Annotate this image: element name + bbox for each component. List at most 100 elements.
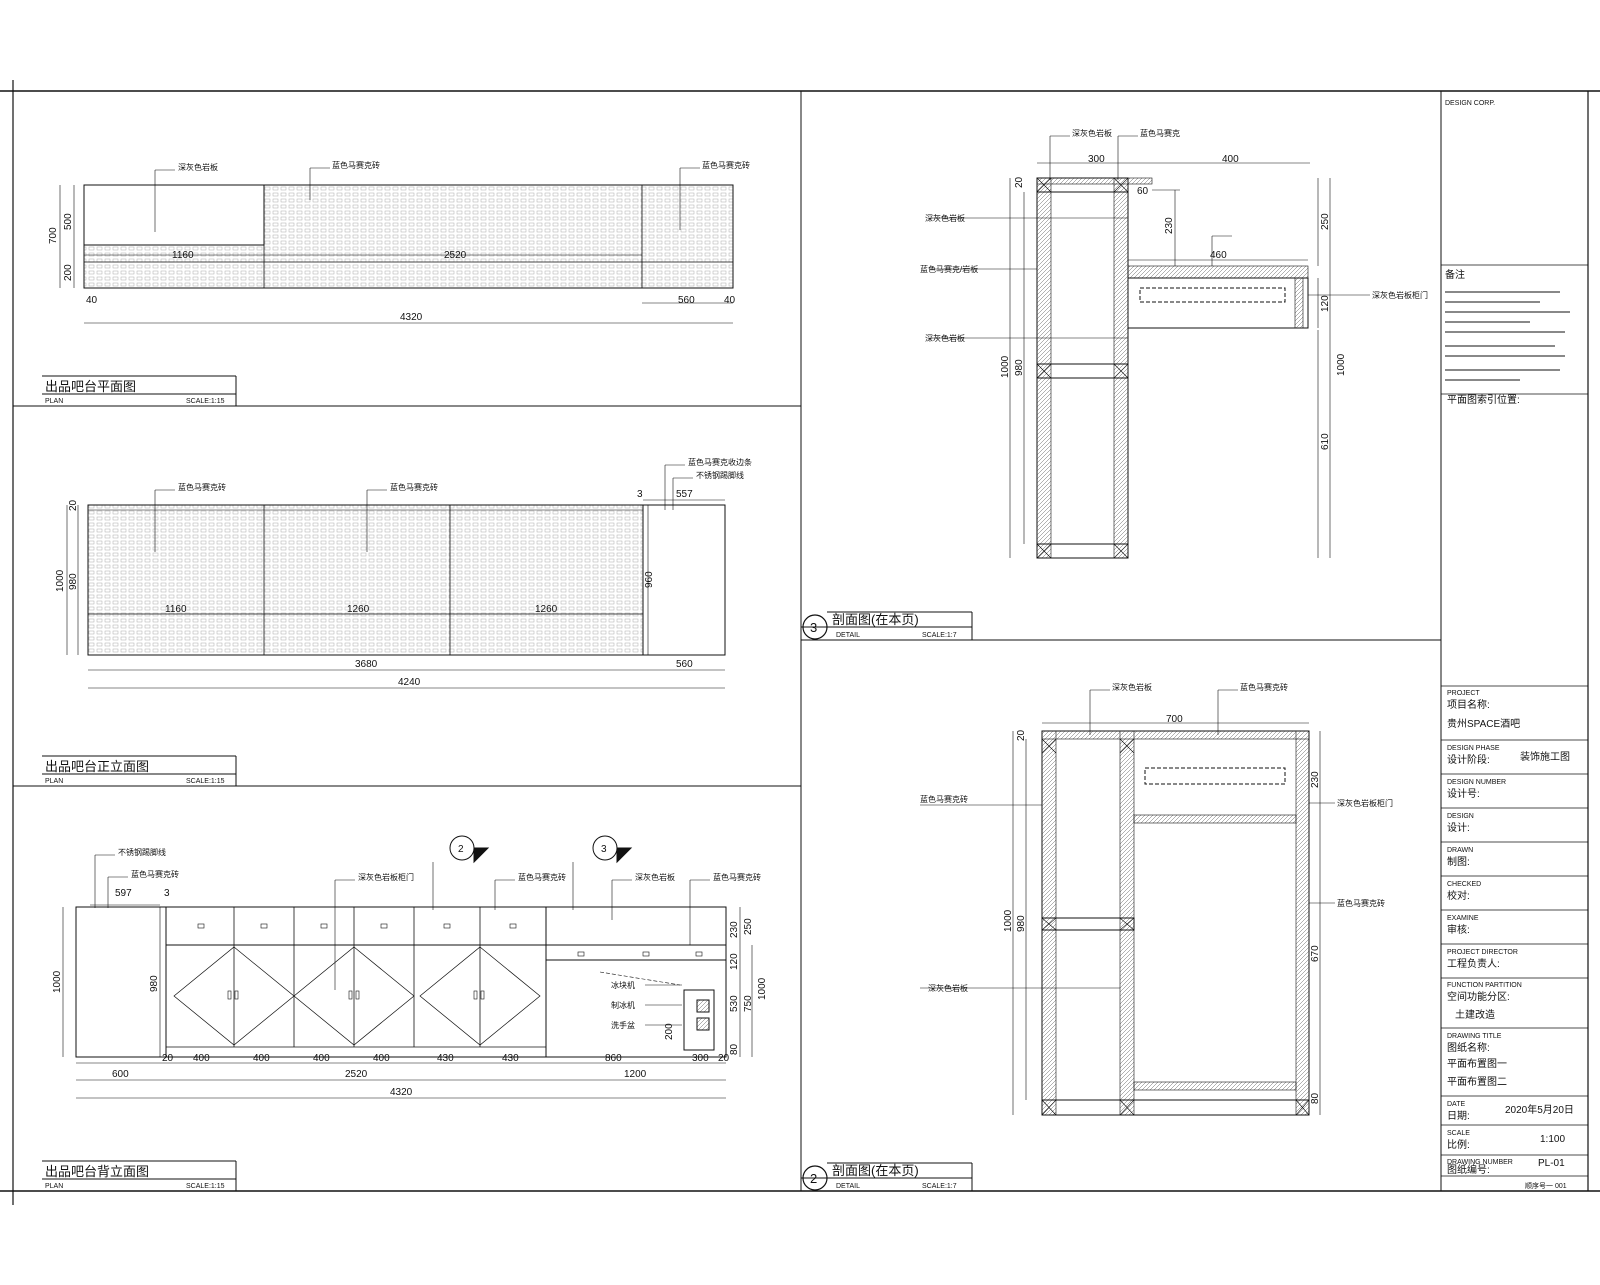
front-mosaic-panel	[87, 504, 644, 656]
back-cabinet-left	[165, 906, 547, 1058]
s3-label-6: 深灰色岩板柜门	[1372, 290, 1428, 300]
dim-1000r: 1000	[757, 977, 768, 1000]
dim-560: 560	[678, 295, 695, 306]
examine-en: EXAMINE	[1447, 915, 1479, 922]
dim-250: 250	[743, 918, 754, 935]
dim-20b: 20	[718, 1053, 730, 1064]
design-cn: 设计:	[1447, 821, 1470, 834]
dim-40b: 40	[724, 295, 736, 306]
s3-title: 剖面图(在本页)	[832, 612, 919, 627]
dim-1000: 1000	[52, 970, 63, 993]
front-label-2: 蓝色马赛克砖	[390, 482, 438, 492]
dim-1160: 1160	[172, 250, 194, 261]
s3-scale: SCALE:1:7	[922, 632, 957, 639]
s3-sub: DETAIL	[836, 632, 860, 639]
plan-sub: PLAN	[45, 398, 63, 405]
dim-200: 200	[63, 264, 74, 281]
dim-300: 300	[1088, 154, 1105, 165]
dim-430b: 430	[502, 1053, 519, 1064]
dim-1200: 1200	[624, 1069, 647, 1080]
dim-670: 670	[1310, 945, 1321, 962]
drawing-title-value-2: 平面布置图二	[1447, 1076, 1507, 1088]
dim-610: 610	[1320, 433, 1331, 450]
s3-label-3: 深灰色岩板	[925, 213, 965, 223]
dim-500: 500	[63, 213, 74, 230]
drawing-title-cn: 图纸名称:	[1447, 1041, 1490, 1054]
title-block: DESIGN CORP. 备注 平面图索引位置: PROJECT 项目名称: 贵…	[1441, 100, 1588, 1190]
dim-40: 40	[86, 295, 98, 306]
dim-400b: 400	[253, 1053, 270, 1064]
back-cabinet-right	[545, 906, 727, 1058]
s2-label-1: 深灰色岩板	[1112, 682, 1152, 692]
dim-1000: 1000	[55, 569, 66, 592]
dim-1000r: 1000	[1336, 353, 1347, 376]
dim-1000: 1000	[1003, 909, 1014, 932]
dim-980: 980	[68, 573, 79, 590]
callout-3-num: 3	[601, 844, 607, 855]
back-label-9: 洗手盆	[611, 1020, 635, 1030]
dim-80: 80	[729, 1043, 740, 1055]
phase-value: 装饰施工图	[1520, 750, 1570, 763]
back-scale: SCALE:1:15	[186, 1183, 225, 1190]
back-label-1: 不锈钢踢脚线	[118, 847, 166, 857]
plan-sink-area	[83, 184, 265, 246]
back-label-7: 冰块机	[611, 980, 635, 990]
dim-300: 300	[692, 1053, 709, 1064]
s2-label-4: 深灰色岩板柜门	[1337, 798, 1393, 808]
dim-4240: 4240	[398, 677, 421, 688]
drawn-cn: 制图:	[1447, 855, 1470, 868]
number-en: DESIGN NUMBER	[1447, 779, 1506, 786]
dim-120: 120	[1320, 295, 1331, 312]
s3-label-4: 蓝色马赛克/岩板	[920, 264, 978, 274]
dim-1000: 1000	[1000, 355, 1011, 378]
dim-250: 250	[1320, 213, 1331, 230]
drawing-plan: 1160 2520 560 4320 40 40 700 500 200 深灰色…	[42, 160, 750, 406]
dim-960: 960	[644, 571, 655, 588]
date-value: 2020年5月20日	[1505, 1103, 1574, 1116]
front-label-3: 蓝色马赛克收边条	[688, 457, 752, 467]
back-label-5: 深灰色岩板	[635, 872, 675, 882]
plan-label-1: 深灰色岩板	[178, 162, 218, 172]
dim-980: 980	[1014, 359, 1025, 376]
date-cn: 日期:	[1447, 1110, 1470, 1122]
drawing-front-elevation: 1160 1260 1260 3680 560 4240 557 3 1000 …	[42, 457, 752, 786]
sheet-frame	[0, 80, 1600, 1205]
dim-560: 560	[676, 659, 693, 670]
dim-230: 230	[729, 921, 740, 938]
back-label-3: 深灰色岩板柜门	[358, 872, 414, 882]
back-sub: PLAN	[45, 1183, 63, 1190]
dim-1260a: 1260	[347, 604, 370, 615]
dim-60: 60	[1137, 186, 1149, 197]
design-en: DESIGN	[1447, 813, 1474, 820]
drawing-number-value: PL-01	[1538, 1158, 1565, 1169]
sequence-number: 顺序号一 001	[1525, 1181, 1567, 1190]
dim-20: 20	[68, 499, 79, 511]
dim-860: 860	[605, 1053, 622, 1064]
drawing-number-en: DRAWING NUMBER	[1447, 1159, 1513, 1166]
callout-2-num: 2	[458, 844, 464, 855]
s3-label-1: 深灰色岩板	[1072, 128, 1112, 138]
dim-3680: 3680	[355, 659, 378, 670]
s2-scale: SCALE:1:7	[922, 1183, 957, 1190]
dim-2520: 2520	[345, 1069, 368, 1080]
project-value: 贵州SPACE酒吧	[1447, 717, 1520, 730]
dim-20: 20	[1016, 729, 1027, 741]
scale-cn: 比例:	[1447, 1138, 1470, 1151]
plan-label-3: 蓝色马赛克砖	[702, 160, 750, 170]
scale-en: SCALE	[1447, 1130, 1470, 1137]
drawing-number-cn: 图纸编号:	[1447, 1163, 1490, 1176]
plan-scale: SCALE:1:15	[186, 398, 225, 405]
dim-460: 460	[1210, 250, 1227, 261]
dim-230: 230	[1310, 771, 1321, 788]
dim-3: 3	[164, 888, 170, 899]
plan-title: 出品吧台平面图	[45, 379, 136, 394]
number-cn: 设计号:	[1447, 787, 1480, 800]
back-title: 出品吧台背立面图	[45, 1164, 149, 1179]
dim-20: 20	[162, 1053, 174, 1064]
dim-4320: 4320	[400, 312, 423, 323]
dim-980: 980	[1016, 915, 1027, 932]
s3-label-5: 深灰色岩板	[925, 333, 965, 343]
dim-700: 700	[48, 227, 59, 244]
dim-597: 597	[115, 888, 132, 899]
